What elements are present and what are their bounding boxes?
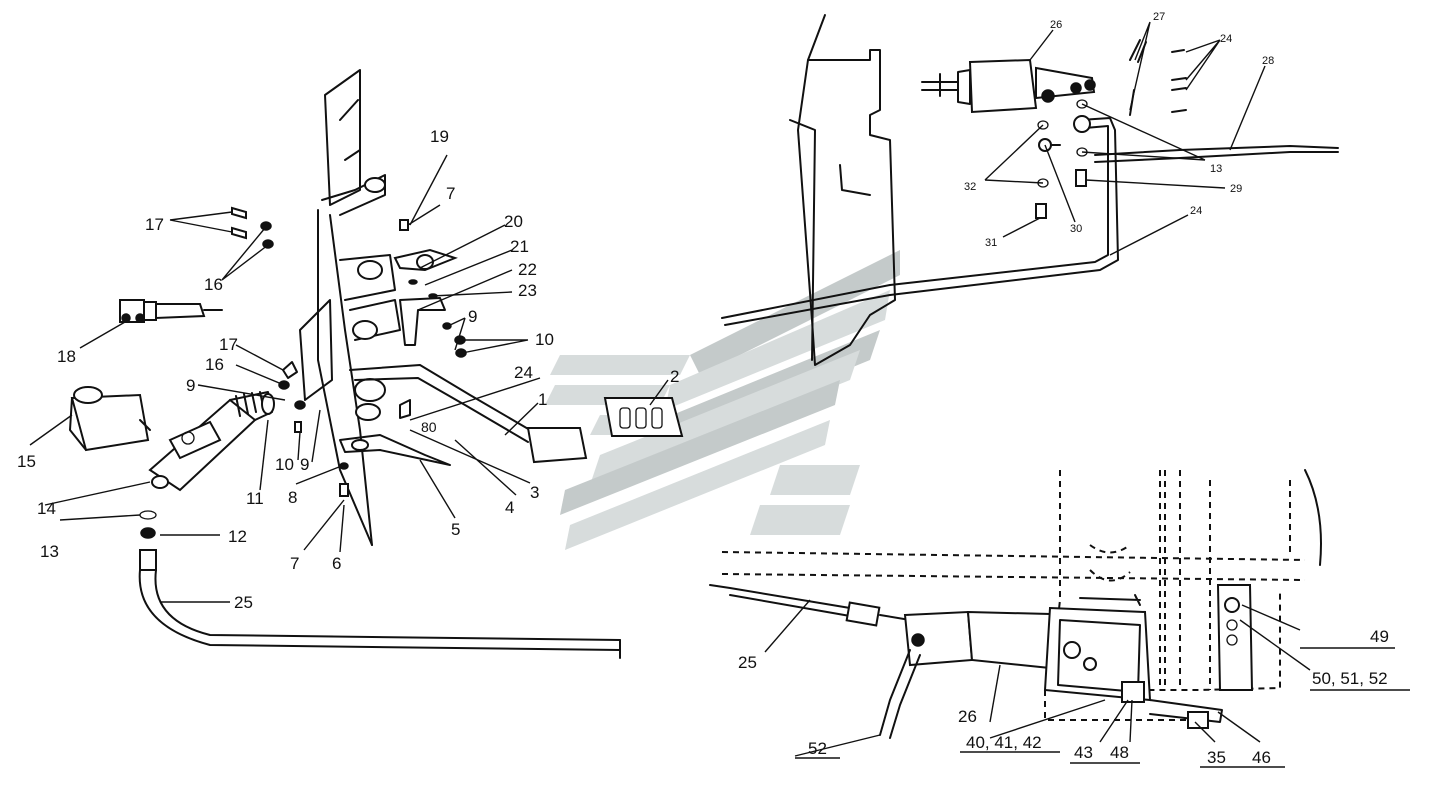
callout: 6 (332, 554, 341, 573)
callout: 80 (421, 419, 437, 435)
plate-49 (1149, 584, 1254, 729)
hose-25-right (709, 584, 911, 627)
callout: 15 (17, 452, 36, 471)
pedal-bracket (299, 69, 401, 546)
callout: 24 (1190, 205, 1202, 217)
hose-25-left (138, 510, 621, 659)
callout: 35 (1207, 748, 1226, 767)
callout: 9 (300, 455, 309, 474)
callout: 21 (510, 237, 529, 256)
reservoir-15 (69, 386, 151, 452)
callout: 26 (958, 707, 977, 726)
callouts-upper-right: 26 27 24 28 13 32 30 29 31 24 (964, 11, 1274, 249)
switch-18 (119, 299, 223, 323)
callout: 23 (518, 281, 537, 300)
callout: 43 (1074, 743, 1093, 762)
callout: 49 (1370, 627, 1389, 646)
callout: 24 (514, 363, 533, 382)
booster-26-lower (879, 610, 1051, 739)
callout: 19 (430, 127, 449, 146)
callout: 13 (40, 542, 59, 561)
callout: 46 (1252, 748, 1271, 767)
callouts-left: 1 2 3 4 5 6 7 7 8 9 9 9 10 10 11 12 13 1… (17, 127, 679, 612)
callout: 9 (468, 307, 477, 326)
master-cylinder-14 (148, 391, 275, 492)
leader-lines (29, 21, 1311, 757)
pipe-24-upper (721, 115, 1119, 326)
callout: 22 (518, 260, 537, 279)
callout: 10 (535, 330, 554, 349)
frame-outline (721, 469, 1322, 721)
callout: 50, 51, 52 (1312, 669, 1388, 688)
callout: 30 (1070, 223, 1082, 235)
upper-bracket-plate (393, 248, 458, 346)
callout: 29 (1230, 183, 1242, 195)
callout: 48 (1110, 743, 1129, 762)
callout: 7 (446, 184, 455, 203)
callout: 24 (1220, 33, 1232, 45)
callout: 40, 41, 42 (966, 733, 1042, 752)
callout: 31 (985, 237, 997, 249)
watermark-logo (545, 250, 900, 550)
booster-26 (921, 58, 1096, 114)
callout: 17 (219, 335, 238, 354)
pedal-pad (603, 397, 684, 437)
callout: 18 (57, 347, 76, 366)
callout-underlines (795, 647, 1410, 768)
callout: 26 (1050, 19, 1062, 31)
bolts-group-17 (231, 206, 274, 249)
callout: 7 (290, 554, 299, 573)
callout: 12 (228, 527, 247, 546)
callout: 17 (145, 215, 164, 234)
callout: 20 (504, 212, 523, 231)
callout: 9 (186, 376, 195, 395)
callout: 5 (451, 520, 460, 539)
callout: 2 (670, 367, 679, 386)
callout: 3 (530, 483, 539, 502)
callout: 14 (37, 499, 56, 518)
callout: 52 (808, 739, 827, 758)
firewall-panel (789, 14, 896, 366)
callout: 10 (275, 455, 294, 474)
lower-lever (339, 434, 451, 466)
callouts-lower-right: 25 26 40, 41, 42 43 48 35 46 49 50, 51, … (738, 627, 1389, 767)
callout: 11 (246, 489, 264, 508)
callout: 4 (505, 498, 514, 517)
callout: 27 (1153, 11, 1165, 23)
callout: 28 (1262, 55, 1274, 67)
bracket-40-41-42 (1043, 594, 1152, 703)
callout: 13 (1210, 163, 1222, 175)
pipe-28 (1094, 145, 1339, 163)
callout: 25 (234, 593, 253, 612)
callout: 16 (205, 355, 224, 374)
callout: 8 (288, 488, 297, 507)
callout: 1 (538, 390, 547, 409)
callout: 25 (738, 653, 757, 672)
callout: 32 (964, 181, 976, 193)
callout: 16 (204, 275, 223, 294)
clutch-pedal-arm (349, 364, 588, 464)
